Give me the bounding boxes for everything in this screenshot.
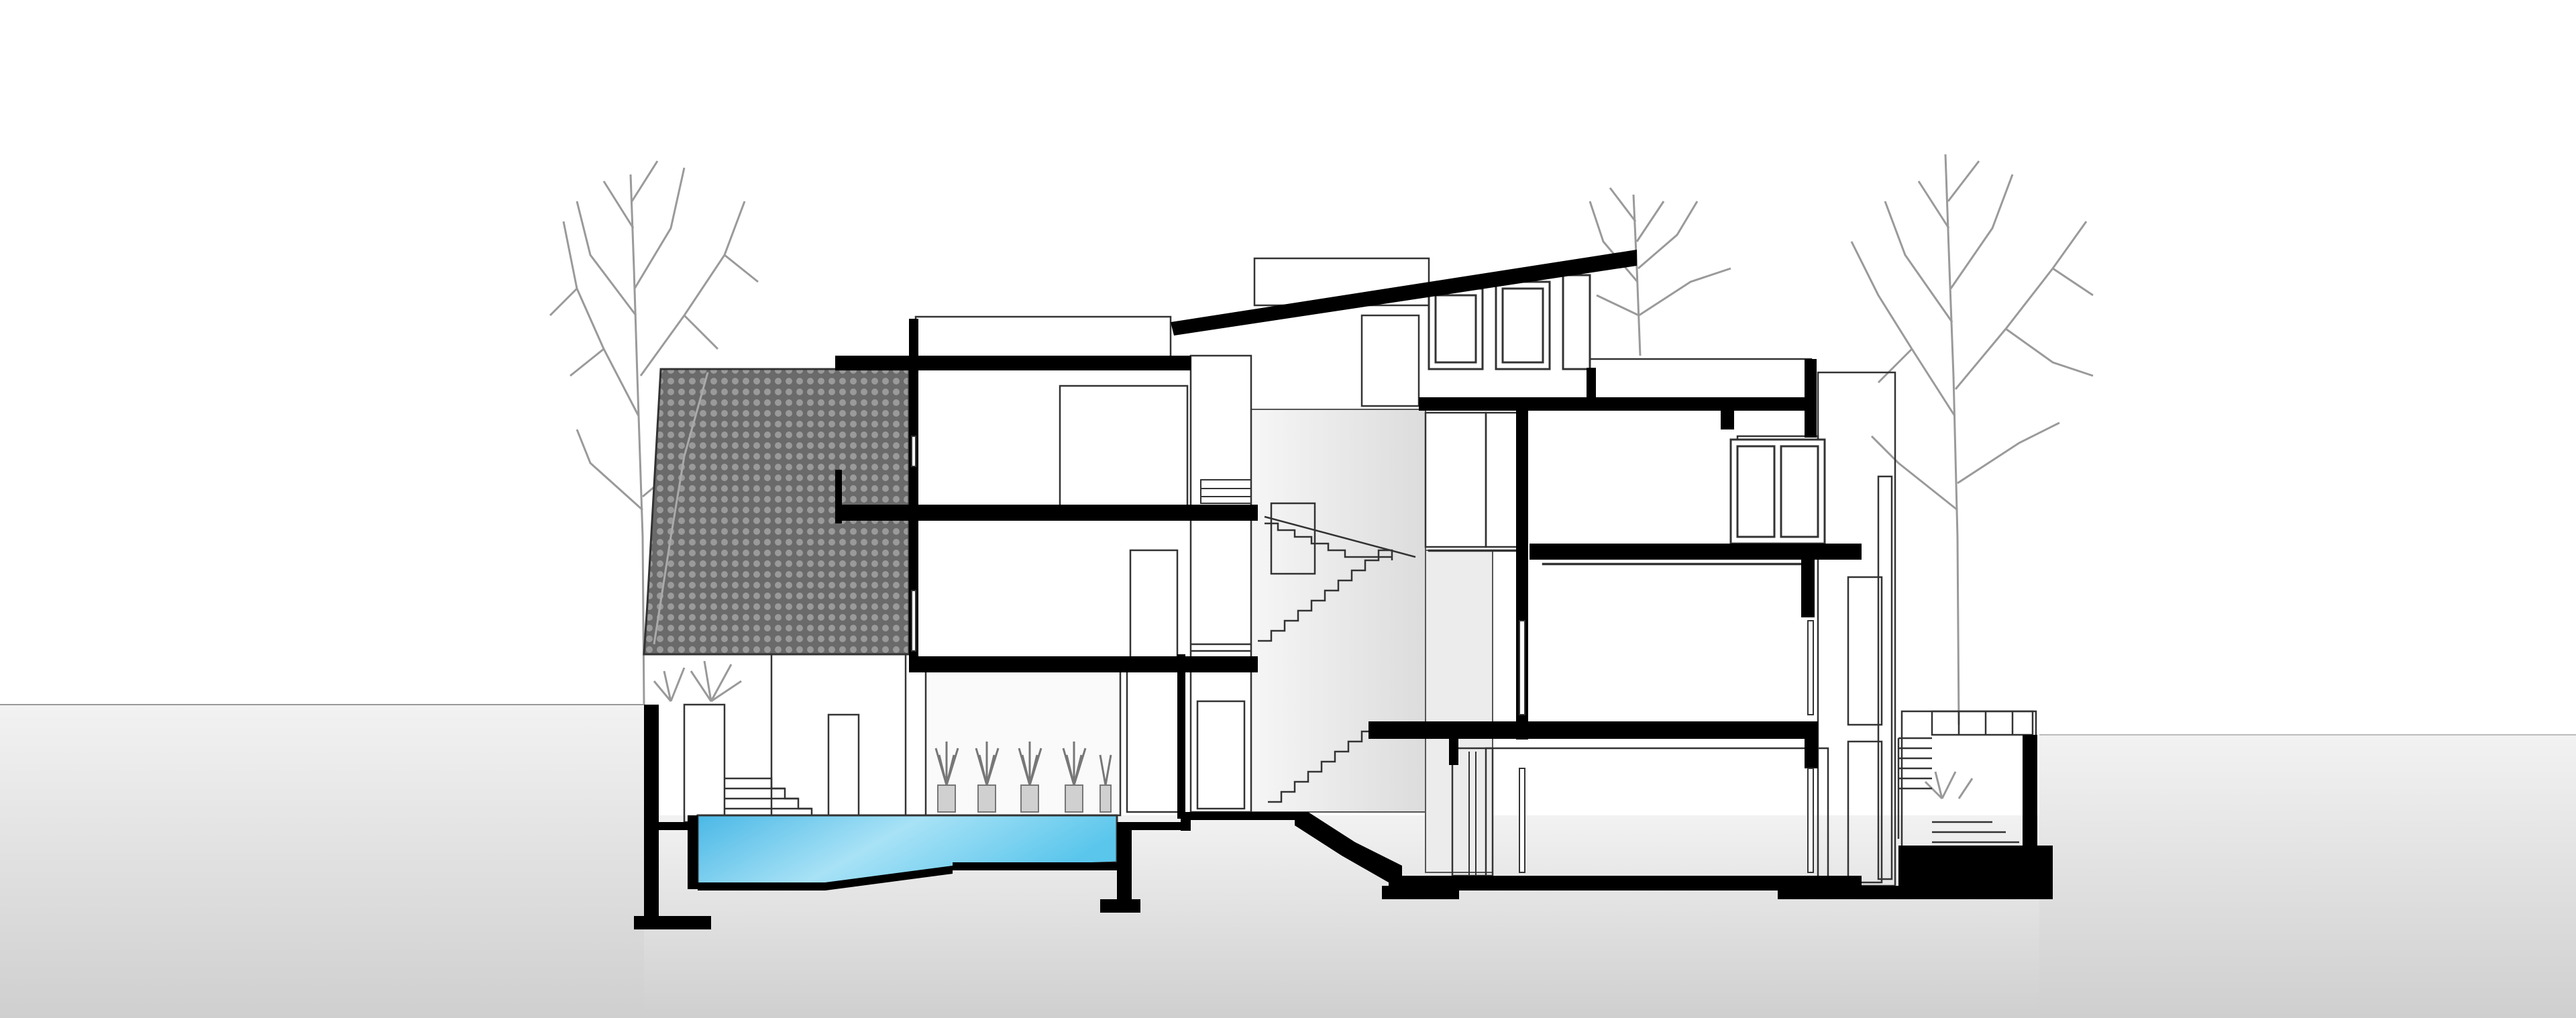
tree-center <box>1589 187 1731 356</box>
column-gap-lines <box>911 436 1814 876</box>
stairs <box>724 515 2034 854</box>
clerestory-windows <box>1428 274 1591 370</box>
tree-right <box>1850 154 2094 725</box>
stair-rail-upper <box>1200 479 1252 504</box>
tree-left <box>549 160 759 705</box>
window-upper-right <box>1729 438 1826 545</box>
potted-plants <box>653 660 1974 813</box>
column-gaps <box>912 436 1813 872</box>
stair-hall-walls <box>1250 409 1493 873</box>
